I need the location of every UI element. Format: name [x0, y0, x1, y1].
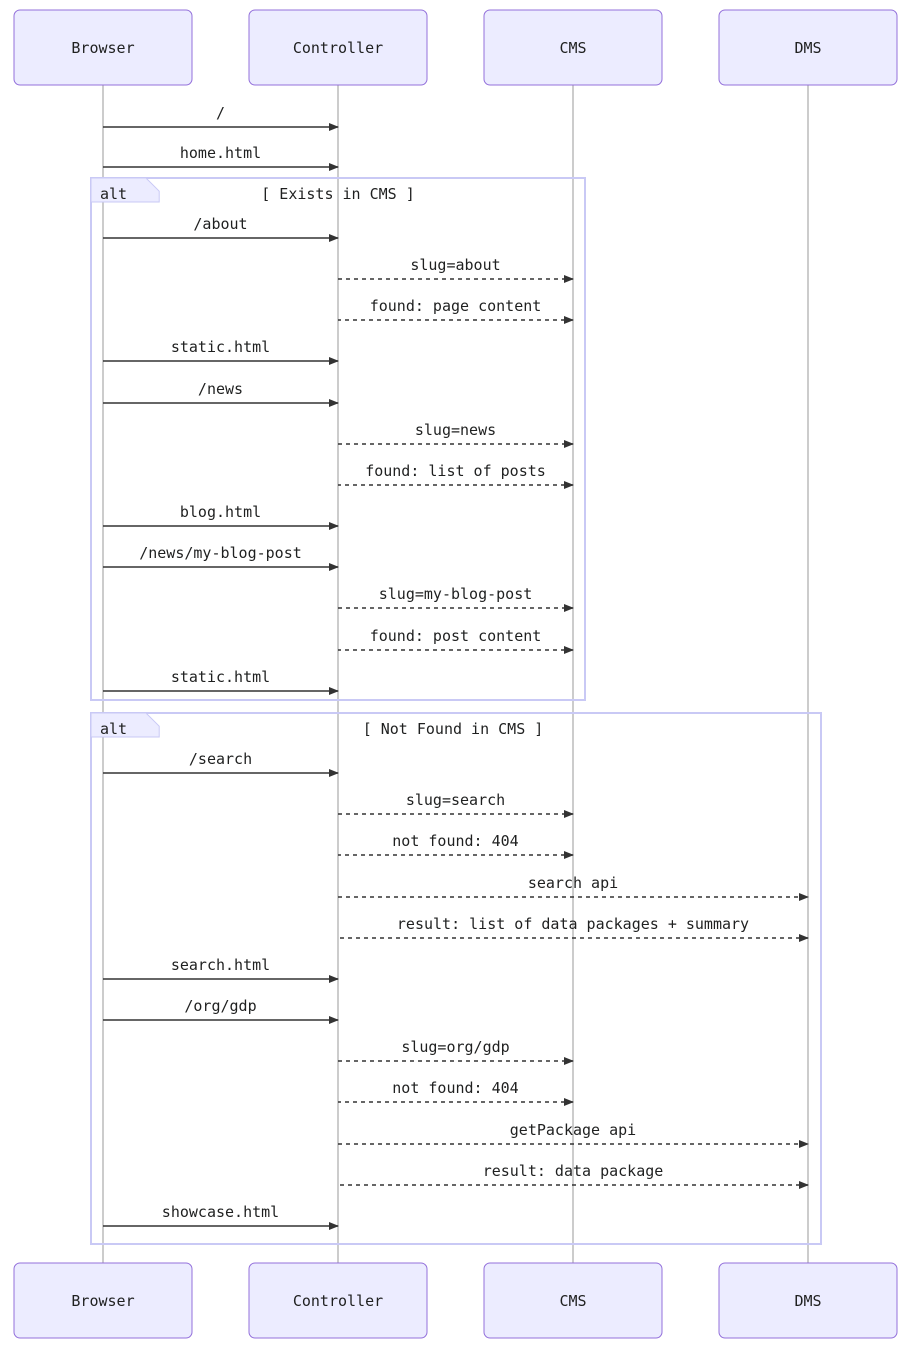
message-label: slug=search [406, 791, 505, 809]
participant-label: Browser [71, 1292, 134, 1310]
participant-label: CMS [559, 39, 586, 57]
alt-fragments-group: alt [ Exists in CMS ] alt [ Not Found in CM… [90, 177, 822, 1245]
message-m21: /org/gdp [103, 997, 339, 1024]
message-label: slug=about [410, 256, 500, 274]
message-label: found: list of posts [365, 462, 546, 480]
participants-top-group: Browser Controller CMS DMS [13, 9, 898, 86]
message-label: slug=org/gdp [401, 1038, 509, 1056]
message-label: showcase.html [162, 1203, 279, 1221]
message-m18: search api [338, 874, 809, 901]
message-m16: slug=search [338, 791, 574, 818]
alt-fragment-tab [90, 712, 160, 738]
alt-fragment-border [90, 177, 586, 701]
alt-fragment-2: alt [ Not Found in CMS ] [90, 712, 822, 1245]
participant-box[interactable] [483, 1262, 663, 1339]
participants-bottom-group: Browser Controller CMS DMS [13, 1262, 898, 1339]
message-label: static.html [171, 668, 270, 686]
participant-label: Browser [71, 39, 134, 57]
message-label: /search [189, 750, 252, 768]
participant-cms-bottom[interactable]: CMS [483, 1262, 663, 1339]
participant-box[interactable] [248, 9, 428, 86]
message-m7: /news [103, 380, 339, 407]
participant-label: Controller [293, 39, 383, 57]
participant-browser-bottom[interactable]: Browser [13, 1262, 193, 1339]
message-label: search.html [171, 956, 270, 974]
participant-box[interactable] [718, 9, 898, 86]
participant-browser-top[interactable]: Browser [13, 9, 193, 86]
message-m4: slug=about [338, 256, 574, 283]
message-m1: / [103, 104, 339, 131]
message-label: home.html [180, 144, 261, 162]
message-m13: found: post content [338, 627, 574, 654]
participant-label: Controller [293, 1292, 383, 1310]
message-m26: showcase.html [103, 1203, 339, 1230]
participant-cms-top[interactable]: CMS [483, 9, 663, 86]
message-label: /news [198, 380, 243, 398]
message-label: blog.html [180, 503, 261, 521]
message-label: found: post content [370, 627, 542, 645]
message-m10: blog.html [103, 503, 339, 530]
message-label: result: list of data packages + summary [397, 915, 749, 933]
participant-label: CMS [559, 1292, 586, 1310]
message-m2: home.html [103, 144, 339, 171]
message-label: / [216, 104, 225, 122]
message-label: search api [528, 874, 618, 892]
message-m17: not found: 404 [338, 832, 574, 859]
message-m22: slug=org/gdp [338, 1038, 574, 1065]
alt-keyword-label: alt [100, 720, 127, 738]
participant-dms-bottom[interactable]: DMS [718, 1262, 898, 1339]
participant-dms-top[interactable]: DMS [718, 9, 898, 86]
alt-fragment-1: alt [ Exists in CMS ] [90, 177, 586, 701]
participant-controller-bottom[interactable]: Controller [248, 1262, 428, 1339]
message-label: found: page content [370, 297, 542, 315]
message-m25: result: data package [338, 1162, 809, 1189]
message-m24: getPackage api [338, 1121, 809, 1148]
message-label: not found: 404 [392, 832, 518, 850]
message-label: result: data package [483, 1162, 664, 1180]
message-m19: result: list of data packages + summary [338, 915, 809, 942]
message-label: /news/my-blog-post [139, 544, 302, 562]
alt-condition-label: [ Exists in CMS ] [261, 185, 415, 203]
message-label: not found: 404 [392, 1079, 518, 1097]
alt-keyword-label: alt [100, 185, 127, 203]
message-m3: /about [103, 215, 339, 242]
participant-label: DMS [794, 1292, 821, 1310]
participant-box[interactable] [13, 1262, 193, 1339]
participant-label: DMS [794, 39, 821, 57]
message-m6: static.html [103, 338, 339, 365]
message-m20: search.html [103, 956, 339, 983]
messages-group: / home.html/about slug=about found: page co… [103, 104, 809, 1230]
participant-box[interactable] [483, 9, 663, 86]
message-label: slug=news [415, 421, 496, 439]
message-m5: found: page content [338, 297, 574, 324]
message-label: /org/gdp [184, 997, 256, 1015]
message-m15: /search [103, 750, 339, 777]
alt-fragment-border [90, 712, 822, 1245]
message-label: slug=my-blog-post [379, 585, 533, 603]
participant-box[interactable] [13, 9, 193, 86]
message-label: /about [193, 215, 247, 233]
alt-condition-label: [ Not Found in CMS ] [363, 720, 544, 738]
participant-box[interactable] [248, 1262, 428, 1339]
message-label: static.html [171, 338, 270, 356]
message-m11: /news/my-blog-post [103, 544, 339, 571]
participant-controller-top[interactable]: Controller [248, 9, 428, 86]
message-label: getPackage api [510, 1121, 636, 1139]
message-m9: found: list of posts [338, 462, 574, 489]
message-m12: slug=my-blog-post [338, 585, 574, 612]
participant-box[interactable] [718, 1262, 898, 1339]
message-m23: not found: 404 [338, 1079, 574, 1106]
alt-fragment-tab [90, 177, 160, 203]
message-m8: slug=news [338, 421, 574, 448]
message-m14: static.html [103, 668, 339, 695]
